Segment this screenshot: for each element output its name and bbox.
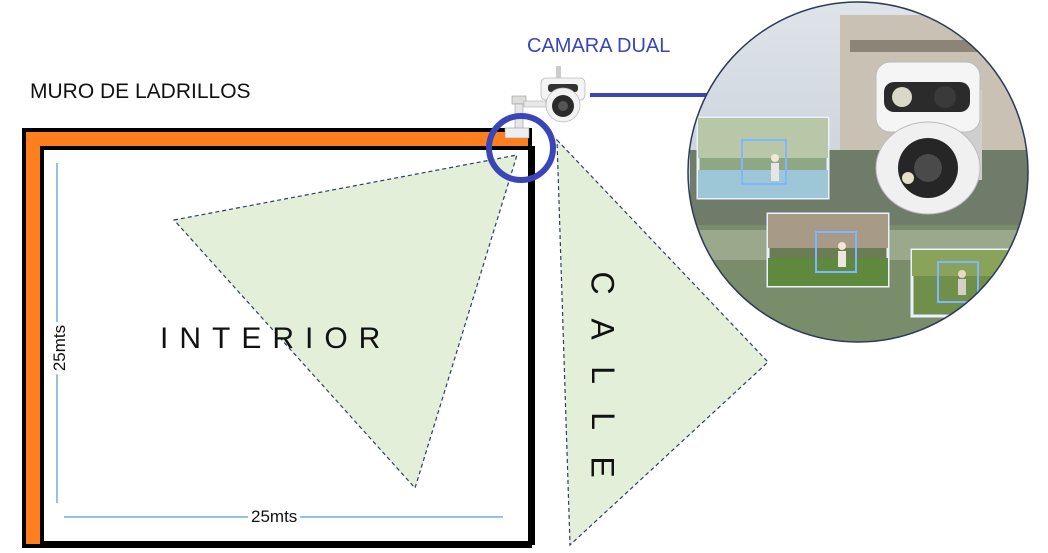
street-label-letter: L: [584, 366, 621, 384]
street-label-letter: A: [584, 318, 621, 340]
camera-location-highlight: [486, 113, 556, 183]
property-outline-outer: [22, 128, 532, 548]
interior-coverage-area: [172, 154, 518, 490]
street-label-letter: L: [584, 412, 621, 430]
interior-label: INTERIOR: [160, 322, 392, 355]
brick-wall-left: [24, 130, 40, 546]
brick-wall-top: [24, 130, 530, 146]
height-dimension-label: 25mts: [50, 321, 71, 375]
property-outline-inner: [40, 146, 535, 545]
camera-zoom-photo: [688, 2, 1028, 342]
street-label-letter: C: [584, 271, 621, 295]
brick-wall-label: MURO DE LADRILLOS: [30, 80, 251, 103]
street-coverage-area: [556, 138, 769, 547]
street-label-letter: E: [584, 456, 621, 478]
camera-zoom-circle-border: [687, 1, 1029, 343]
street-label: C A L L E: [585, 260, 621, 490]
camera-label: CAMARA DUAL: [527, 35, 671, 57]
width-dimension-label: 25mts: [248, 507, 301, 527]
